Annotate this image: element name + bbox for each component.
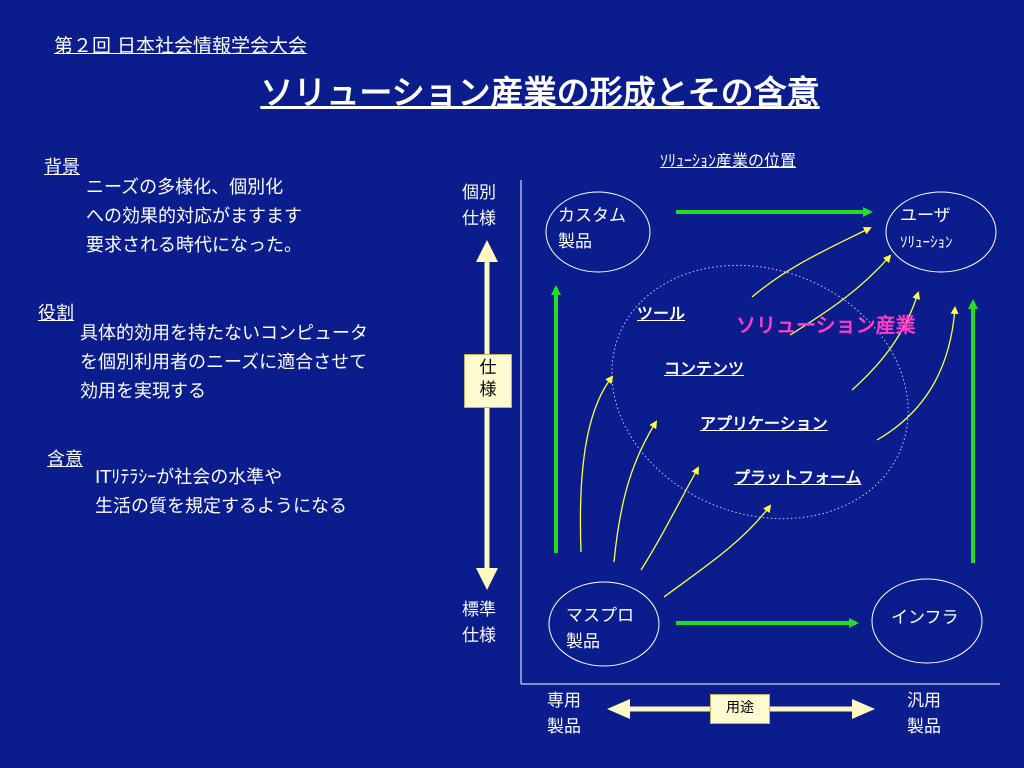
background-body: ニーズの多様化、個別化 への効果的対応がますます 要求される時代になった。 <box>86 173 302 260</box>
slide-title: ソリューション産業の形成とその含意 <box>260 73 820 112</box>
role-line: を個別利用者のニーズに適合させて <box>80 352 368 373</box>
solution-industry-label: ソリューション産業 <box>736 313 916 337</box>
use-axis-arrow-left <box>607 699 630 719</box>
massprod-product-label: マスプロ 製品 <box>566 603 634 655</box>
yellow-arrow-3 <box>640 466 699 571</box>
background-line: ニーズの多様化、個別化 <box>86 177 284 198</box>
yellow-arrow-7 <box>851 291 921 391</box>
implication-line: ITﾘﾃﾗｼｰが社会の水準や <box>95 467 283 488</box>
x-axis-right-line: 製品 <box>907 717 941 737</box>
yellow-arrow-1 <box>579 375 614 553</box>
background-line: への効果的対応がますます <box>86 206 302 227</box>
user-solution-node <box>885 191 997 273</box>
solution-item-application: アプリケーション <box>700 414 828 433</box>
y-axis-top-label: 個別 仕様 <box>462 180 496 232</box>
y-axis-bottom-line: 標準 <box>462 600 496 620</box>
implication-line: 生活の質を規定するようになる <box>95 496 347 517</box>
x-axis-left-label: 専用 製品 <box>547 688 581 740</box>
x-axis-left-line: 専用 <box>547 691 581 711</box>
background-heading: 背景 <box>44 157 80 178</box>
role-body: 具体的効用を持たないコンピュータ を個別利用者のニーズに適合させて 効用を実現す… <box>80 319 368 406</box>
x-axis-left-line: 製品 <box>547 717 581 737</box>
yellow-arrow-8 <box>876 306 959 441</box>
yellow-arrow-2 <box>613 420 658 563</box>
custom-product-node <box>545 191 651 273</box>
spec-axis-arrow-up <box>476 240 498 262</box>
role-line: 効用を実現する <box>80 381 206 402</box>
y-axis-bottom-line: 仕様 <box>462 626 496 646</box>
yellow-arrow-4 <box>663 504 772 598</box>
custom-product-line: カスタム <box>558 206 626 226</box>
role-line: 具体的効用を持たないコンピュータ <box>80 323 368 344</box>
use-axis-box: 用途 <box>710 694 770 724</box>
solution-item-contents: コンテンツ <box>664 359 745 378</box>
user-solution-line: ｿﾘｭｰｼｮﾝ <box>900 233 953 251</box>
custom-product-line: 製品 <box>558 232 592 252</box>
solution-item-tool: ツール <box>637 304 686 323</box>
infra-node <box>871 578 983 664</box>
y-axis-bottom-label: 標準 仕様 <box>462 597 496 649</box>
spec-axis-box-line: 仕 <box>479 358 497 378</box>
x-axis-right-line: 汎用 <box>907 691 941 711</box>
x-axis-right-label: 汎用 製品 <box>907 688 941 740</box>
implication-body: ITﾘﾃﾗｼｰが社会の水準や 生活の質を規定するようになる <box>95 463 347 521</box>
solution-group-ellipse <box>611 264 909 520</box>
spec-axis-arrow-down <box>476 568 498 590</box>
user-solution-line: ユーザ <box>900 206 951 226</box>
use-axis-arrow-right <box>852 699 875 719</box>
background-line: 要求される時代になった。 <box>86 235 302 256</box>
massprod-product-node <box>548 581 660 667</box>
y-axis-top-line: 仕様 <box>462 209 496 229</box>
spec-axis-box-line: 様 <box>479 380 497 400</box>
yellow-arrow-6 <box>789 254 892 336</box>
conference-title: 第２回 日本社会情報学会大会 <box>54 35 308 57</box>
spec-axis-box: 仕 様 <box>464 354 512 408</box>
y-axis-top-line: 個別 <box>462 183 496 203</box>
yellow-arrow-5 <box>751 227 872 298</box>
massprod-product-line: 製品 <box>566 632 600 652</box>
solution-item-platform: プラットフォーム <box>734 468 862 487</box>
diagram-title: ｿﾘｭｰｼｮﾝ産業の位置 <box>660 151 797 170</box>
user-solution-label: ユーザ ｿﾘｭｰｼｮﾝ <box>900 203 953 255</box>
massprod-product-line: マスプロ <box>566 606 634 626</box>
implication-heading: 含意 <box>47 449 83 470</box>
infra-label: インフラ <box>891 608 959 628</box>
role-heading: 役割 <box>38 303 74 324</box>
custom-product-label: カスタム 製品 <box>558 203 626 255</box>
